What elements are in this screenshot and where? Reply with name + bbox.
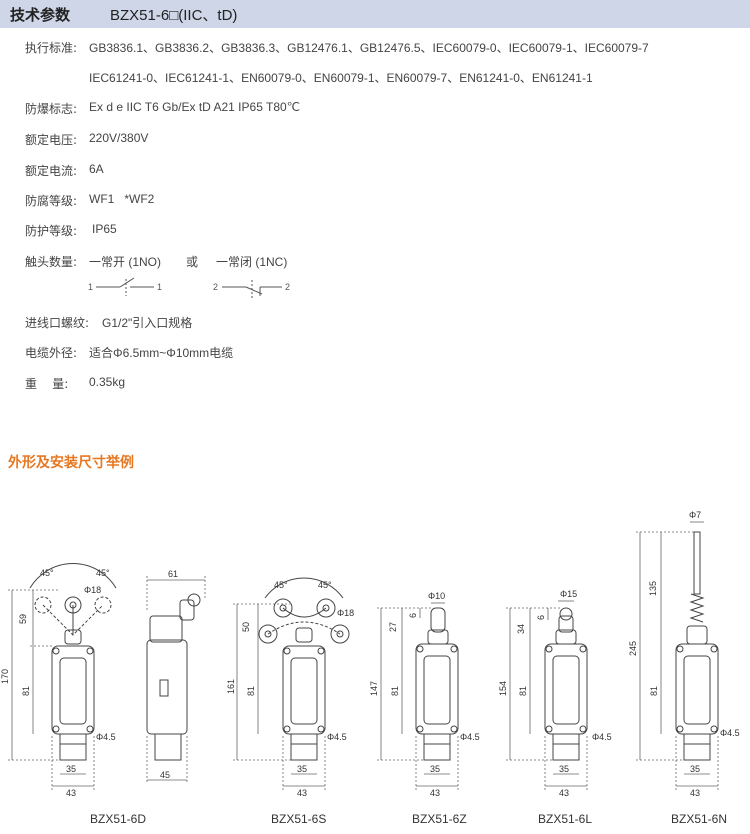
current-value: 6A xyxy=(89,162,104,176)
contacts-no: 一常开 (1NO) xyxy=(89,255,162,269)
dim-6z-w35: 35 xyxy=(430,764,440,774)
dim-6d-dia18: Φ18 xyxy=(84,585,101,595)
body-6d-side xyxy=(146,639,188,735)
dim-6l-w35: 35 xyxy=(559,764,569,774)
caption-6d: BZX51-6D xyxy=(90,812,147,826)
current-label: 额定电流: xyxy=(25,164,78,178)
dim-6z-dia45: Φ4.5 xyxy=(460,732,480,742)
nc-blade xyxy=(245,286,263,295)
dim-6d-h170: 170 xyxy=(0,669,10,684)
dim-6z-h6: 6 xyxy=(408,613,418,618)
drawing-6d-side xyxy=(146,593,201,761)
dim-6s-dia18: Φ18 xyxy=(337,608,354,618)
drawing-6l xyxy=(544,607,588,761)
explosion-label: 防爆标志: xyxy=(25,102,78,116)
spec-header-bar: 技术参数 BZX51-6□(IIC、tD) xyxy=(0,0,750,28)
dim-6l-h34: 34 xyxy=(516,624,526,634)
weight-value: 0.35kg xyxy=(89,375,126,389)
dim-6l-h6: 6 xyxy=(536,615,546,620)
dim-6d-angle-right: 45° xyxy=(96,568,110,578)
nc-pin-left: 2 xyxy=(213,282,218,292)
dim-6s-angle-left: 45° xyxy=(274,580,288,590)
body-6d xyxy=(51,645,95,735)
dim-6s-dia45: Φ4.5 xyxy=(327,732,347,742)
body-6n xyxy=(675,643,719,735)
dim-6s-h81: 81 xyxy=(246,686,256,696)
dim-6s-angle-right: 45° xyxy=(318,580,332,590)
dim-6n-w35: 35 xyxy=(690,764,700,774)
dimension-drawings: 45° 45° Φ18 59 170 81 Φ4.5 35 43 61 45 4… xyxy=(0,510,740,798)
dim-6l-dia15: Φ15 xyxy=(560,589,577,599)
dim-6d-angle-left: 45° xyxy=(40,568,54,578)
corrosion-label: 防腐等级: xyxy=(25,194,78,208)
caption-6l: BZX51-6L xyxy=(538,812,593,826)
cable-value: 适合Φ6.5mm~Φ10mm电缆 xyxy=(89,346,234,360)
model-number: BZX51-6□(IIC、tD) xyxy=(110,7,238,24)
dim-6s-w35: 35 xyxy=(297,764,307,774)
thread-label: 进线口螺纹: xyxy=(25,316,90,330)
contact-symbols: 1 1 2 2 xyxy=(88,277,290,300)
dim-6z-dia10: Φ10 xyxy=(428,591,445,601)
dimension-section-title: 外形及安装尺寸举例 xyxy=(8,455,134,471)
no-pin-right: 1 xyxy=(157,282,162,292)
spring-6n xyxy=(689,593,705,623)
dim-6l-w43: 43 xyxy=(559,788,569,798)
caption-6s: BZX51-6S xyxy=(271,812,327,826)
caption-6n: BZX51-6N xyxy=(671,812,728,826)
cable-label: 电缆外径: xyxy=(25,346,78,360)
dim-6s-h161: 161 xyxy=(226,679,236,694)
dim-6d-w61: 61 xyxy=(168,569,178,579)
dim-6l-h154: 154 xyxy=(498,681,508,696)
weight-label: 重 量: xyxy=(25,377,69,391)
dim-6n-h81: 81 xyxy=(649,686,659,696)
standard-label: 执行标准: xyxy=(25,41,78,55)
no-pin-left: 1 xyxy=(88,282,93,292)
corrosion-value: WF1 *WF2 xyxy=(89,192,155,206)
dim-6d-dia45: Φ4.5 xyxy=(96,732,116,742)
dim-6z-h27: 27 xyxy=(388,622,398,632)
dim-6n-h135: 135 xyxy=(648,581,658,596)
dim-6l-h81: 81 xyxy=(518,686,528,696)
drawing-6d-front xyxy=(29,563,117,761)
explosion-value: Ex d e IIC T6 Gb/Ex tD A21 IP65 T80℃ xyxy=(89,100,301,114)
dim-6d-w45: 45 xyxy=(160,770,170,780)
dim-6n-dia7: Φ7 xyxy=(689,510,701,520)
protection-label: 防护等级: xyxy=(25,224,78,238)
dim-6d-h59: 59 xyxy=(18,614,28,624)
voltage-value: 220V/380V xyxy=(89,131,149,145)
dim-6d-w43: 43 xyxy=(66,788,76,798)
dim-6z-h147: 147 xyxy=(369,681,379,696)
drawing-6z xyxy=(415,607,459,761)
no-blade xyxy=(119,277,135,288)
spec-title: 技术参数 xyxy=(10,6,71,24)
dim-6z-h81: 81 xyxy=(390,686,400,696)
dim-6l-dia45: Φ4.5 xyxy=(592,732,612,742)
dim-6s-h50: 50 xyxy=(241,622,251,632)
drawing-6n xyxy=(675,531,719,761)
body-6s xyxy=(282,645,326,735)
dim-6n-w43: 43 xyxy=(690,788,700,798)
contacts-nc: 一常闭 (1NC) xyxy=(216,255,288,269)
body-6l xyxy=(544,643,588,735)
dim-6d-w35: 35 xyxy=(66,764,76,774)
plunger-6z xyxy=(430,607,446,633)
dim-6n-h245: 245 xyxy=(628,641,638,656)
dim-6s-w43: 43 xyxy=(297,788,307,798)
dim-6n-dia45: Φ4.5 xyxy=(720,728,740,738)
roller-6l xyxy=(559,607,573,621)
body-6z xyxy=(415,643,459,735)
rod-6n xyxy=(693,531,701,595)
thread-value: G1/2"引入口规格 xyxy=(102,316,193,330)
standard-line-2: IEC61241-0、IEC61241-1、EN60079-0、EN60079-… xyxy=(89,71,593,85)
nc-pin-right: 2 xyxy=(285,282,290,292)
dim-6z-w43: 43 xyxy=(430,788,440,798)
dim-6d-h81: 81 xyxy=(21,686,31,696)
standard-line-1: GB3836.1、GB3836.2、GB3836.3、GB12476.1、GB1… xyxy=(89,41,649,55)
voltage-label: 额定电压: xyxy=(25,133,78,147)
protection-value: IP65 xyxy=(92,222,117,236)
drawing-6s xyxy=(258,577,350,761)
contacts-or: 或 xyxy=(186,255,199,269)
caption-6z: BZX51-6Z xyxy=(412,812,467,826)
contacts-label: 触头数量: xyxy=(25,255,78,269)
